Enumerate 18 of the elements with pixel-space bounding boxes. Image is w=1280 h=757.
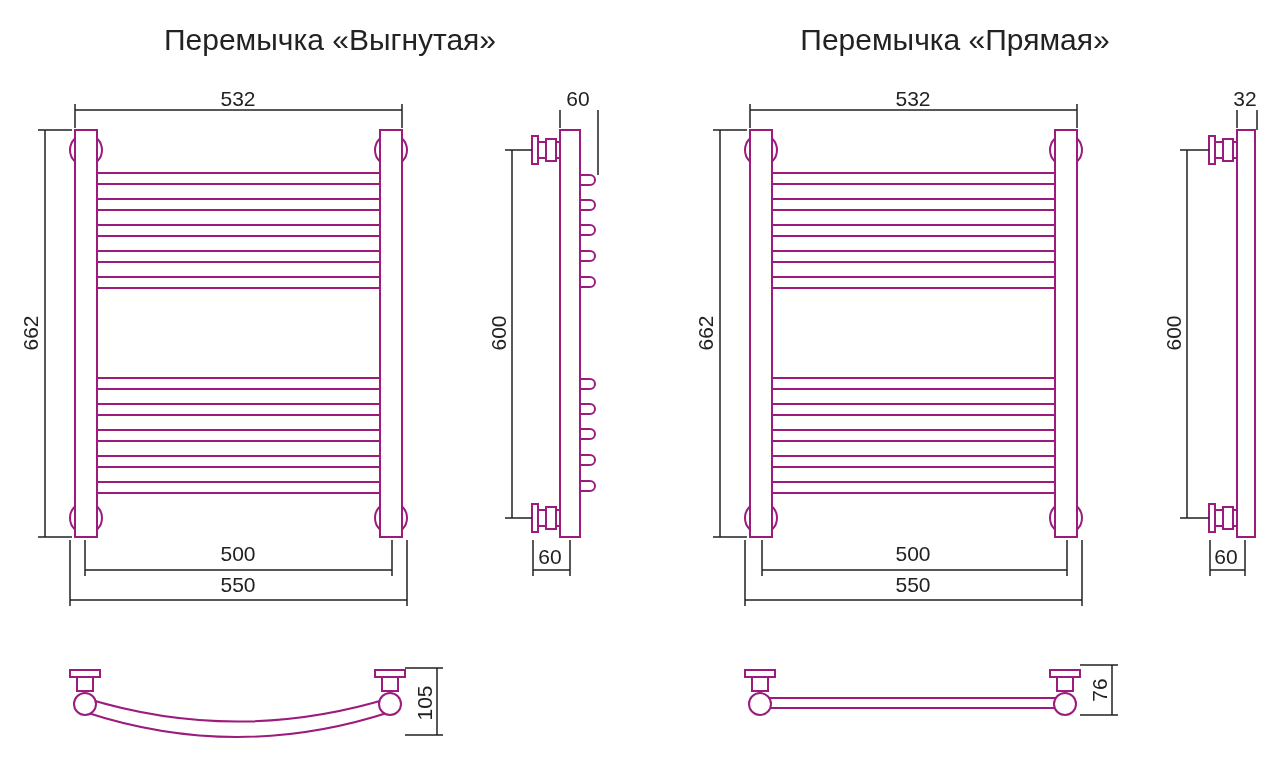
dimension-label: 60 <box>1214 545 1238 567</box>
dimension-label: 105 <box>413 685 435 721</box>
dimension-label: 76 <box>1088 678 1110 702</box>
dimension-label: 60 <box>538 545 562 567</box>
dimension-label: 532 <box>220 87 256 109</box>
dimension-label: 550 <box>220 573 256 595</box>
dimension-label: 32 <box>1233 87 1257 109</box>
dimension-label: 662 <box>694 315 716 351</box>
dimension-label: 500 <box>895 542 931 564</box>
dimension-label: 500 <box>220 542 256 564</box>
dimension-label: 662 <box>19 315 41 351</box>
dimension-label: 600 <box>487 315 509 351</box>
dimension-label: 532 <box>895 87 931 109</box>
view-title: Перемычка «Выгнутая» <box>164 25 496 55</box>
dimension-label: 60 <box>566 87 590 109</box>
view-title: Перемычка «Прямая» <box>800 25 1110 55</box>
dimension-label: 600 <box>1162 315 1184 351</box>
dimension-label: 550 <box>895 573 931 595</box>
